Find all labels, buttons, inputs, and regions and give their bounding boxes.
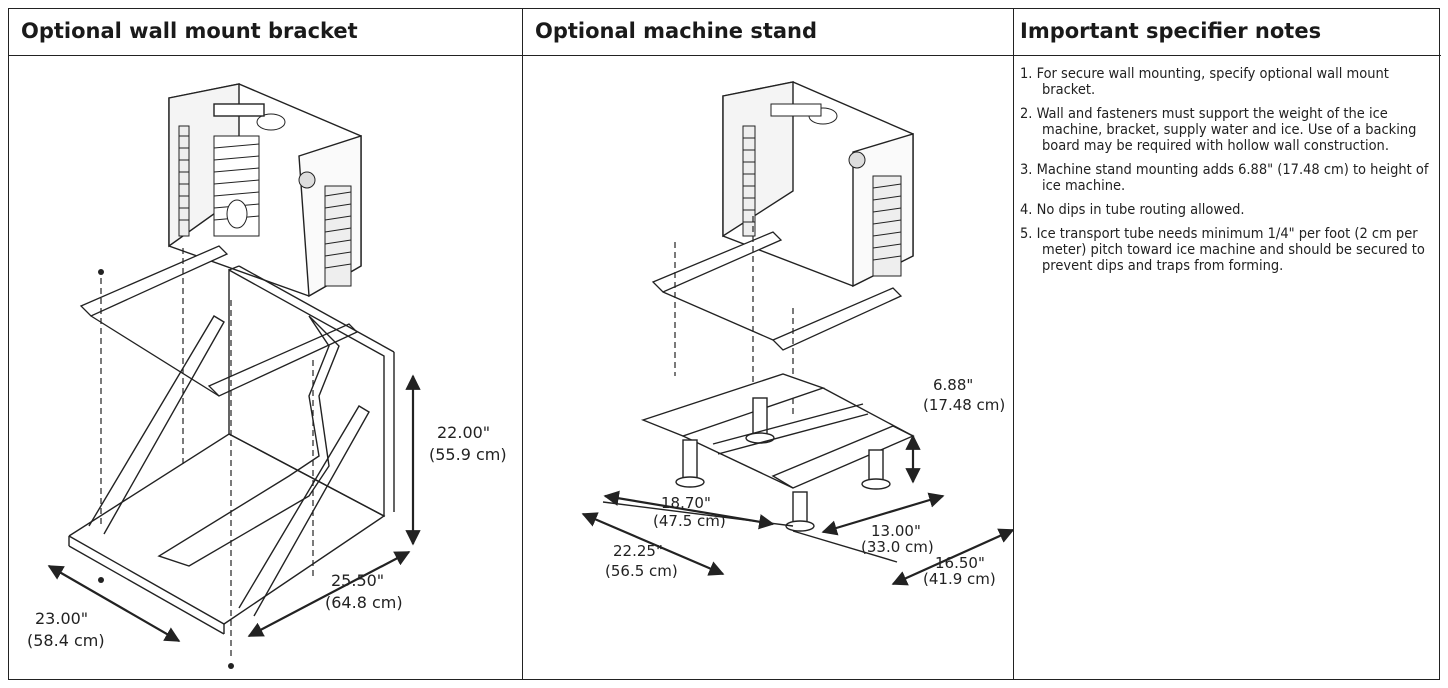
bracket-width-cm: (58.4 cm) — [27, 631, 105, 650]
notes-list: 1. For secure wall mounting, specify opt… — [1014, 56, 1441, 274]
note-item: 3. Machine stand mounting adds 6.88" (17… — [1020, 162, 1429, 194]
machine-stand-figure: 6.88" (17.48 cm) 18.70" (47.5 cm) 22.25"… — [523, 56, 1013, 679]
ice-machine-illustration — [168, 83, 362, 298]
bracket-depth-cm: (64.8 cm) — [325, 593, 403, 612]
mounting-rails — [79, 245, 359, 397]
note-item: 1. For secure wall mounting, specify opt… — [1020, 66, 1389, 98]
note-item: 5. Ice transport tube needs minimum 1/4"… — [1020, 226, 1425, 274]
wall-bracket-column: Optional wall mount bracket — [9, 9, 523, 679]
notes-body: 1. For secure wall mounting, specify opt… — [1014, 56, 1441, 679]
stand-outer-depth-in: 16.50" — [935, 554, 985, 572]
bracket-width-arrow — [47, 565, 181, 642]
stand-outer-width-arrow — [581, 512, 725, 576]
bracket-depth-in: 25.50" — [331, 571, 384, 590]
stand-inner-depth-in: 13.00" — [871, 522, 921, 540]
stand-height-in: 6.88" — [933, 376, 973, 394]
bracket-width-in: 23.00" — [35, 609, 88, 628]
notes-header: Important specifier notes — [1014, 9, 1441, 56]
notes-column: Important specifier notes 1. For secure … — [1014, 9, 1441, 679]
bracket-height-in: 22.00" — [437, 423, 490, 442]
stand-rails — [651, 231, 903, 351]
stand-inner-width-arrow — [603, 490, 775, 530]
screws — [98, 269, 234, 669]
spec-table: Optional wall mount bracket — [8, 8, 1441, 680]
wall-bracket-drawing: 22.00" (55.9 cm) 25.50" (64.8 cm) 23.00"… — [27, 83, 507, 669]
note-item: 4. No dips in tube routing allowed. — [1020, 202, 1245, 218]
machine-stand-column: Optional machine stand — [523, 9, 1014, 679]
stand-inner-depth-arrow — [821, 492, 945, 536]
stand-inner-width-in: 18.70" — [661, 494, 711, 512]
stand-inner-width-cm: (47.5 cm) — [653, 512, 726, 530]
machine-stand-header: Optional machine stand — [523, 9, 1013, 56]
stand-inner-depth-cm: (33.0 cm) — [861, 538, 934, 556]
note-item: 2. Wall and fasteners must support the w… — [1020, 106, 1417, 154]
stand-outer-depth-arrow — [891, 528, 1013, 586]
wall-bracket-header: Optional wall mount bracket — [9, 9, 522, 56]
ice-machine-illustration-2 — [722, 81, 914, 288]
machine-stand-drawing: 6.88" (17.48 cm) 18.70" (47.5 cm) 22.25"… — [581, 81, 1013, 588]
stand-height-cm: (17.48 cm) — [923, 396, 1005, 414]
fastener-lines — [100, 248, 314, 656]
stand-outer-depth-cm: (41.9 cm) — [923, 570, 996, 588]
bracket-depth-arrow — [247, 551, 411, 637]
wall-bracket-figure: 22.00" (55.9 cm) 25.50" (64.8 cm) 23.00"… — [9, 56, 522, 679]
stand-frame — [640, 373, 915, 532]
stand-outer-width-in: 22.25" — [613, 542, 663, 560]
stand-outer-width-cm: (56.5 cm) — [605, 562, 678, 580]
wall-bracket-frame — [68, 265, 395, 635]
bracket-height-cm: (55.9 cm) — [429, 445, 507, 464]
